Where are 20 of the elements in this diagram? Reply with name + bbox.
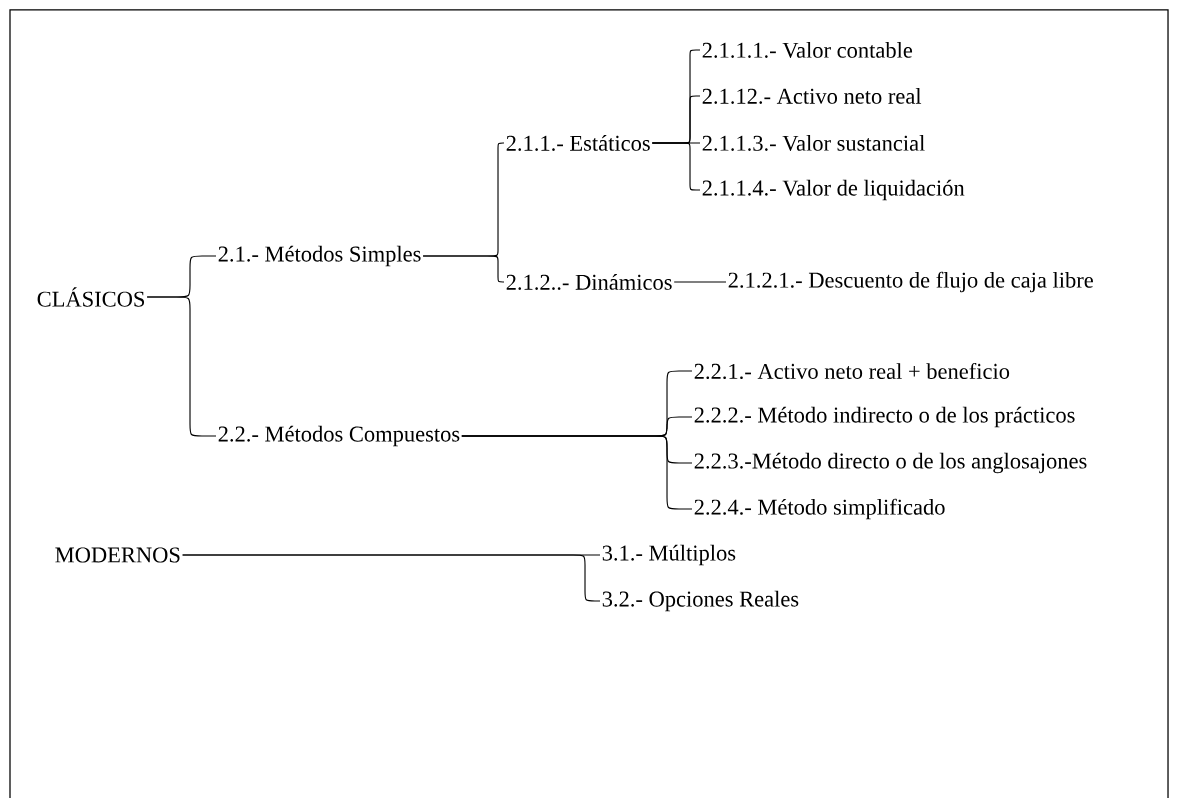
tree-label: 2.2.2.- Método indirecto o de los prácticos: [694, 406, 1075, 428]
tree-label: 2.2.3.-Método directo o de los anglosajones: [694, 452, 1087, 474]
tree-label: 2.2.4.- Método simplificado: [694, 498, 945, 520]
tree-label: CLÁSICOS: [37, 287, 145, 307]
tree-label: 2.1.2..- Dinámicos: [506, 274, 672, 290]
tree-label: 2.1.1.4.- Valor de liquidación: [702, 179, 965, 201]
tree-label: 3.2.- Opciones Reales: [602, 590, 799, 612]
tree-label: 2.1.- Métodos Simples: [218, 245, 421, 267]
tree-label: 2.1.1.- Estáticos: [506, 135, 650, 151]
brace-connector: [461, 435, 693, 510]
tree-label: 2.1.2.1.- Descuento de flujo de caja libre: [728, 271, 1093, 293]
tree-label: 2.2.- Métodos Compuestos: [218, 425, 460, 447]
tree-label: MODERNOS: [55, 547, 180, 563]
tree-label: 2.2.1.- Activo neto real + beneficio: [694, 362, 1010, 380]
tree-label: 2.1.12.- Activo neto real: [702, 88, 922, 104]
tree-label: 2.1.1.3.- Valor sustancial: [702, 135, 925, 151]
tree-label: 2.1.1.1.- Valor contable: [702, 42, 913, 58]
brace-connector: [146, 296, 217, 437]
tree-label: 3.1.- Múltiplos: [602, 544, 736, 566]
brace-connector: [673, 281, 727, 283]
